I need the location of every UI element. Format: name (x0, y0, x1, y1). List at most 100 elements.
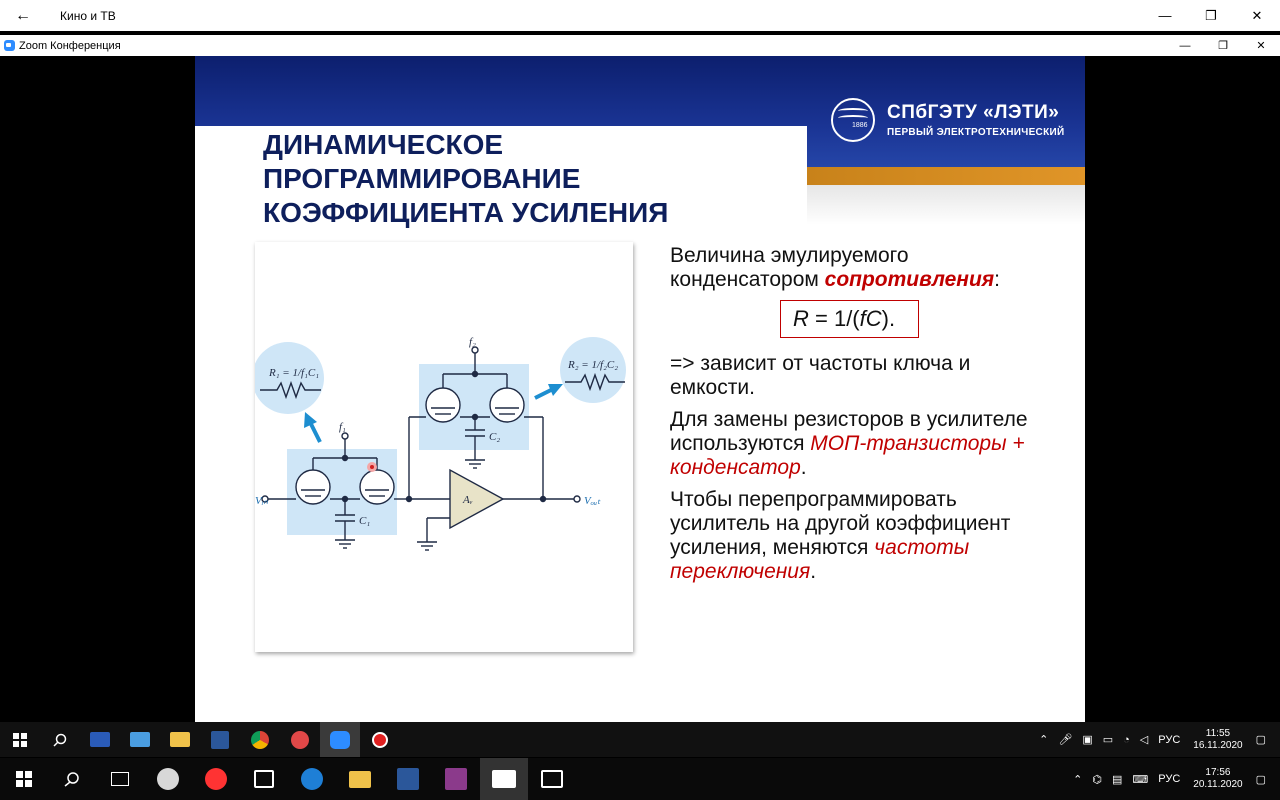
explorer-button[interactable] (160, 732, 200, 747)
winrar-button[interactable] (432, 768, 480, 790)
lock-icon[interactable]: ▣ (1082, 734, 1093, 746)
zoom-close-button[interactable]: ✕ (1256, 40, 1266, 52)
zoom-camera-icon (4, 40, 15, 51)
word-icon (397, 768, 419, 790)
folder-icon (170, 732, 190, 747)
zoom-taskbar-button[interactable] (320, 722, 360, 757)
formula-box: R = 1/(fC). (780, 300, 919, 338)
search-button[interactable] (40, 722, 80, 757)
notification-icon[interactable]: ▢ (1255, 773, 1266, 786)
text-span: Величина эмулируемого конденсатором (670, 244, 909, 291)
microphone-icon[interactable]: 🎤︎ (1058, 734, 1073, 746)
circuit-figure: R₁ = 1/f₁C₁ R₂ = 1/f₂C₂ f₁ f₂ C₁ C₂ Aᵥ V… (252, 242, 633, 652)
paragraph-replacement: Для замены резисторов в усилителе исполь… (670, 408, 1050, 480)
paint-button[interactable] (280, 730, 320, 749)
zoom-minimize-button[interactable]: — (1179, 39, 1191, 52)
arrow-1-icon (308, 421, 322, 443)
start-button[interactable] (0, 758, 48, 800)
text-span: . (800, 456, 807, 479)
volume-icon[interactable]: ◁ (1139, 734, 1149, 746)
vout-label: Vₒᵤₜ (584, 495, 601, 507)
battery-icon[interactable]: ▭ (1102, 734, 1114, 746)
clapperboard-icon (492, 770, 516, 788)
r2-label: R₂ = 1/f₂C₂ (567, 359, 618, 371)
slide-body-text: Величина эмулируемого конденсатором сопр… (670, 244, 1050, 592)
yandex-icon (205, 768, 227, 790)
slide-title-line: КОЭФФИЦИЕНТА УСИЛЕНИЯ (263, 197, 669, 228)
av-label: Aᵥ (462, 494, 473, 506)
explorer-button[interactable] (336, 770, 384, 788)
winrar-icon (445, 768, 467, 790)
language-indicator[interactable]: РУС (1158, 773, 1181, 785)
formula-r: R (793, 306, 809, 331)
local-clock[interactable]: 17:56 20.11.2020 (1193, 767, 1242, 791)
movies-tv-button[interactable] (480, 758, 528, 800)
local-date: 20.11.2020 (1193, 779, 1243, 790)
r1-bubble (252, 342, 324, 414)
wifi-icon[interactable]: ◔ (1123, 733, 1130, 746)
university-logo: 1886 СПбГЭТУ «ЛЭТИ» ПЕРВЫЙ ЭЛЕКТРОТЕХНИЧ… (831, 98, 1064, 142)
chevron-up-icon[interactable]: ⌃ (1039, 734, 1049, 746)
text-span: Для замены резисторов в усилителе исполь… (670, 408, 1028, 455)
search-icon (64, 772, 79, 787)
chrome-button[interactable] (240, 730, 280, 749)
arrow-2-icon (534, 387, 554, 400)
task-view-button[interactable] (96, 772, 144, 786)
back-arrow-icon[interactable]: ← (15, 6, 31, 24)
amplifier-icon (449, 468, 505, 530)
mos-switch-1b-icon (359, 469, 395, 505)
text-span: Чтобы перепрограммировать усилитель на д… (670, 488, 1011, 559)
remote-clock[interactable]: 11:55 16.11.2020 (1193, 728, 1242, 752)
keyboard-icon[interactable]: ⌨ (1132, 773, 1149, 786)
recorder-button[interactable] (360, 731, 400, 748)
outer-maximize-button[interactable]: ❐ (1205, 7, 1217, 23)
stripe-shadow (807, 185, 1085, 225)
c1-label: C₁ (359, 515, 370, 527)
powershell-icon (90, 732, 110, 747)
store-button[interactable] (240, 770, 288, 788)
zoom-maximize-button[interactable]: ❐ (1218, 40, 1228, 52)
f2-label: f₂ (469, 336, 476, 348)
logo-name: СПбГЭТУ «ЛЭТИ» (887, 102, 1060, 123)
app-button[interactable] (144, 768, 192, 790)
r1-label: R₁ = 1/f₁C₁ (268, 367, 319, 379)
photos-button[interactable] (528, 770, 576, 788)
chevron-up-icon[interactable]: ⌃ (1073, 773, 1083, 786)
display-icon[interactable]: ▤ (1111, 773, 1123, 786)
slide-title: ДИНАМИЧЕСКОЕ ПРОГРАММИРОВАНИЕ КОЭФФИЦИЕН… (263, 128, 668, 230)
formula-part: ). (881, 306, 896, 331)
outer-minimize-button[interactable]: — (1158, 8, 1172, 23)
yandex-browser-button[interactable] (192, 768, 240, 790)
text-span: . (810, 560, 817, 583)
folder-icon (349, 770, 371, 788)
outer-close-button[interactable]: ✕ (1251, 7, 1263, 23)
language-indicator[interactable]: РУС (1158, 733, 1181, 746)
c2-label: C₂ (489, 431, 500, 443)
network-icon[interactable]: ⌬ (1092, 773, 1102, 786)
emphasis-resistance: сопротивления (824, 268, 995, 291)
remote-desktop-button[interactable] (120, 732, 160, 747)
vin-label: Vᵢₙ (255, 495, 268, 507)
windows-logo-icon (16, 771, 32, 787)
search-button[interactable] (48, 758, 96, 800)
powershell-button[interactable] (80, 732, 120, 747)
emphasis-frequencies: частоты переключения (670, 536, 970, 583)
windows-logo-icon (13, 732, 27, 747)
slide-title-line: ДИНАМИЧЕСКОЕ (263, 129, 504, 160)
local-taskbar: ⌃ ⌬ ▤ ⌨ РУС 17:56 20.11.2020 ▢ (0, 758, 1280, 800)
mos-switch-2a-icon (425, 387, 461, 423)
paragraph-dependency: => зависит от частоты ключа и емкости. (670, 352, 971, 399)
word-button[interactable] (200, 730, 240, 749)
slide-title-line: ПРОГРАММИРОВАНИЕ (263, 163, 581, 194)
accent-stripe (807, 167, 1085, 185)
word-button[interactable] (384, 768, 432, 790)
start-button[interactable] (0, 722, 40, 757)
zoom-icon (330, 730, 350, 749)
formula-part: = 1/( (808, 306, 860, 331)
local-time: 17:56 (1205, 767, 1231, 778)
search-icon (53, 733, 67, 747)
edge-button[interactable] (288, 768, 336, 790)
notification-icon[interactable]: ▢ (1255, 734, 1266, 746)
paragraph-resistance: Величина эмулируемого конденсатором сопр… (670, 244, 1050, 292)
r2-bubble (560, 337, 626, 403)
